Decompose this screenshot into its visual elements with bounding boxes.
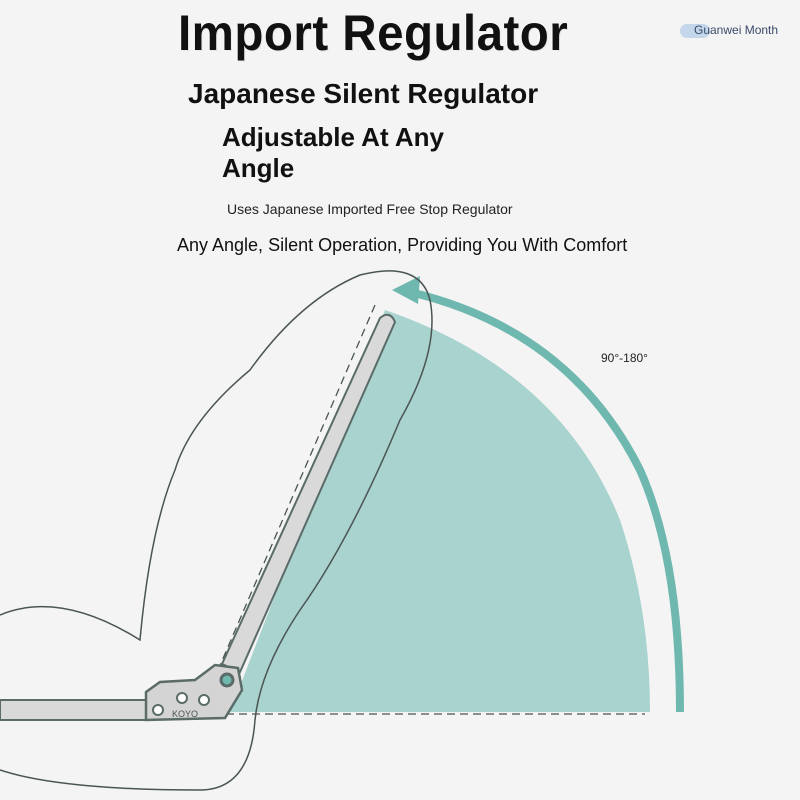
page-title: Import Regulator — [178, 5, 569, 61]
backrest-dashed-line — [199, 304, 376, 713]
angle-range-label: 90°-180° — [601, 351, 648, 365]
hinge-hole — [198, 694, 210, 706]
subtitle: Japanese Silent Regulator — [188, 78, 539, 109]
headline: Adjustable At Any Angle — [222, 122, 444, 183]
backrest-bar — [220, 313, 397, 674]
hinge-hole — [176, 692, 188, 704]
seat-cushion-outline — [0, 270, 433, 791]
brand-label: Guanwei Month — [694, 23, 779, 37]
hinge-label: KOYO — [172, 709, 198, 719]
hinge-hole — [152, 704, 164, 716]
rotation-arrow-arc — [409, 288, 684, 713]
hinge-body — [144, 663, 244, 722]
hinge-gear-icon — [219, 672, 235, 688]
angle-sector — [230, 310, 650, 712]
brand-badge-background — [680, 24, 710, 38]
arrow-head-icon — [392, 276, 420, 304]
tagline: Any Angle, Silent Operation, Providing Y… — [177, 235, 628, 255]
description: Uses Japanese Imported Free Stop Regulat… — [227, 201, 513, 217]
base-bar — [0, 699, 151, 721]
